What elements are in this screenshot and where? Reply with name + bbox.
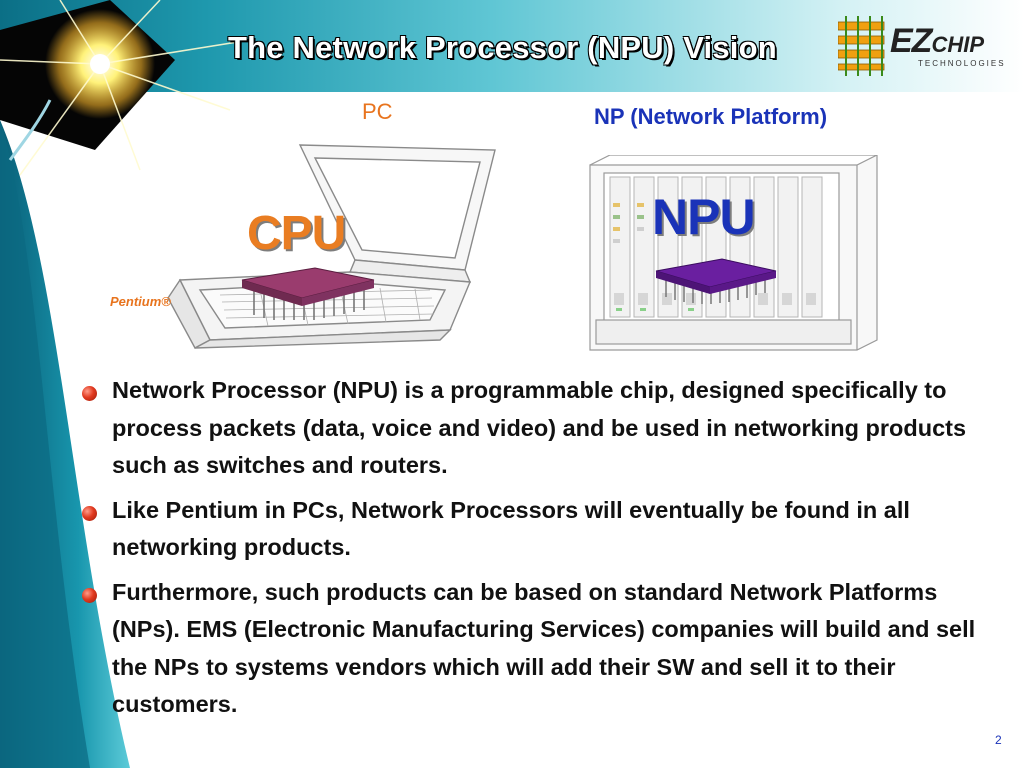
laptop-illustration xyxy=(167,144,496,349)
red-sphere-bullet-icon xyxy=(82,386,97,401)
logo-wordmark: EZCHIP xyxy=(890,22,984,61)
pc-label: PC xyxy=(362,99,393,124)
ezchip-logo xyxy=(838,16,885,76)
red-sphere-bullet-icon xyxy=(82,587,97,603)
bullet-item-1: Network Processor (NPU) is a programmabl… xyxy=(78,372,978,485)
npu-label: NPU xyxy=(652,189,756,245)
pentium-label: Pentium® xyxy=(110,294,171,309)
slide-title: The Network Processor (NPU) Vision xyxy=(228,30,777,65)
title-banner xyxy=(0,0,1024,92)
logo-tagline: TECHNOLOGIES xyxy=(918,59,1006,68)
cpu-chip-icon xyxy=(241,267,375,320)
np-label: NP (Network Platform) xyxy=(594,104,828,129)
logo-ez-text: EZ xyxy=(890,22,932,60)
bullet-text-1: Network Processor (NPU) is a programmabl… xyxy=(112,377,967,478)
bullet-list: Network Processor (NPU) is a programmabl… xyxy=(78,372,978,731)
starburst-graphic xyxy=(0,0,251,176)
bullet-item-2: Like Pentium in PCs, Network Processors … xyxy=(78,492,978,567)
cpu-label: CPU xyxy=(247,207,346,260)
npu-chip-icon xyxy=(655,258,777,304)
bullet-text-2: Like Pentium in PCs, Network Processors … xyxy=(112,496,910,561)
logo-chip-text: CHIP xyxy=(931,32,985,57)
red-sphere-bullet-icon xyxy=(82,505,97,521)
bullet-text-3: Furthermore, such products can be based … xyxy=(112,578,976,718)
network-rack-illustration xyxy=(589,155,878,351)
page-number: 2 xyxy=(995,733,1002,747)
bullet-item-3: Furthermore, such products can be based … xyxy=(78,574,978,724)
